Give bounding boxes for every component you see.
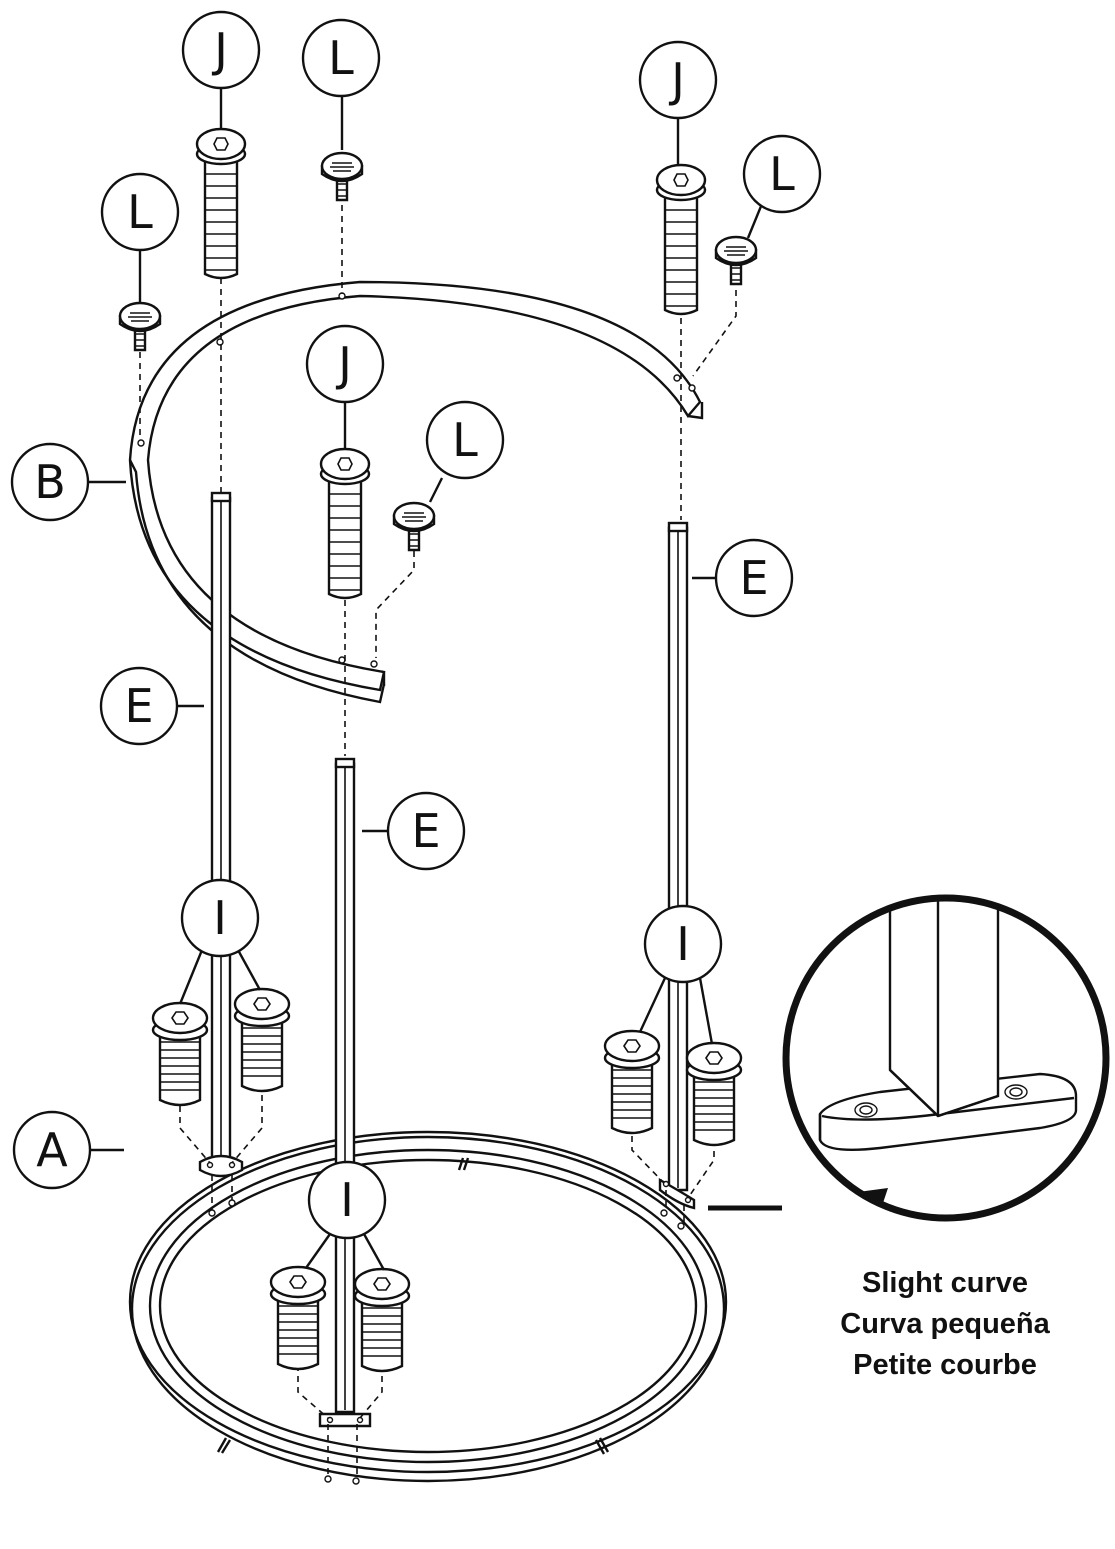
- callout-i-2: I: [643, 904, 723, 984]
- callout-i-3-label: I: [340, 1173, 354, 1227]
- caption-line-3: Petite courbe: [853, 1349, 1037, 1381]
- bolt-j-center: [319, 447, 371, 600]
- caption: Slight curve Curva pequeña Petite courbe: [840, 1267, 1050, 1381]
- callout-l-3-label: L: [452, 413, 478, 467]
- callout-e-1-label: E: [124, 679, 153, 733]
- leg-e-right: [658, 521, 696, 1210]
- callout-l-4: L: [742, 134, 822, 214]
- glide-l-center: [392, 501, 436, 552]
- callout-e-1: E: [99, 666, 179, 746]
- callout-e-3: E: [714, 538, 794, 618]
- callout-i-3: I: [307, 1160, 387, 1240]
- callout-b-label: B: [34, 455, 66, 509]
- callout-j-1: J: [181, 10, 261, 90]
- callout-l-3: L: [425, 400, 505, 480]
- callout-b: B: [10, 442, 90, 522]
- callout-a: A: [12, 1110, 92, 1190]
- glide-l-right: [714, 235, 758, 286]
- callout-j-3-label: J: [668, 53, 685, 107]
- caption-line-1: Slight curve: [862, 1267, 1028, 1299]
- bolt-i-right-a: [603, 1029, 661, 1135]
- callout-j-2: J: [305, 324, 385, 404]
- callout-l-2-label: L: [127, 185, 153, 239]
- bolt-j-left: [195, 127, 247, 280]
- callout-e-2: E: [386, 791, 466, 871]
- callout-l-1: L: [301, 18, 381, 98]
- callout-l-4-label: L: [769, 147, 795, 201]
- bolt-i-right-b: [685, 1041, 743, 1147]
- callout-l-1-label: L: [328, 31, 354, 85]
- callout-i-2-label: I: [676, 917, 690, 971]
- bolt-j-right: [655, 163, 707, 316]
- callout-a-label: A: [36, 1123, 68, 1177]
- caption-line-2: Curva pequeña: [840, 1308, 1050, 1340]
- callout-i-1: I: [180, 878, 260, 958]
- callout-j-3: J: [638, 40, 718, 120]
- bolt-i-left-a: [151, 1001, 209, 1107]
- callout-leaders: [88, 88, 782, 1271]
- glide-l-top: [320, 151, 364, 202]
- callout-e-3-label: E: [739, 551, 768, 605]
- assembly-guide-lines: [139, 205, 737, 1478]
- bolt-i-center-a: [269, 1265, 327, 1371]
- bolt-i-left-b: [233, 987, 291, 1093]
- callout-l-2: L: [100, 172, 180, 252]
- callout-e-2-label: E: [411, 804, 440, 858]
- detail-view: [782, 894, 1110, 1222]
- frame-b: [128, 280, 704, 704]
- bolt-i-center-b: [353, 1267, 411, 1373]
- callout-j-2-label: J: [335, 337, 352, 391]
- callout-j-1-label: J: [211, 23, 228, 77]
- glide-l-left: [118, 301, 162, 352]
- frame-a: [128, 1130, 728, 1485]
- callout-i-1-label: I: [213, 891, 227, 945]
